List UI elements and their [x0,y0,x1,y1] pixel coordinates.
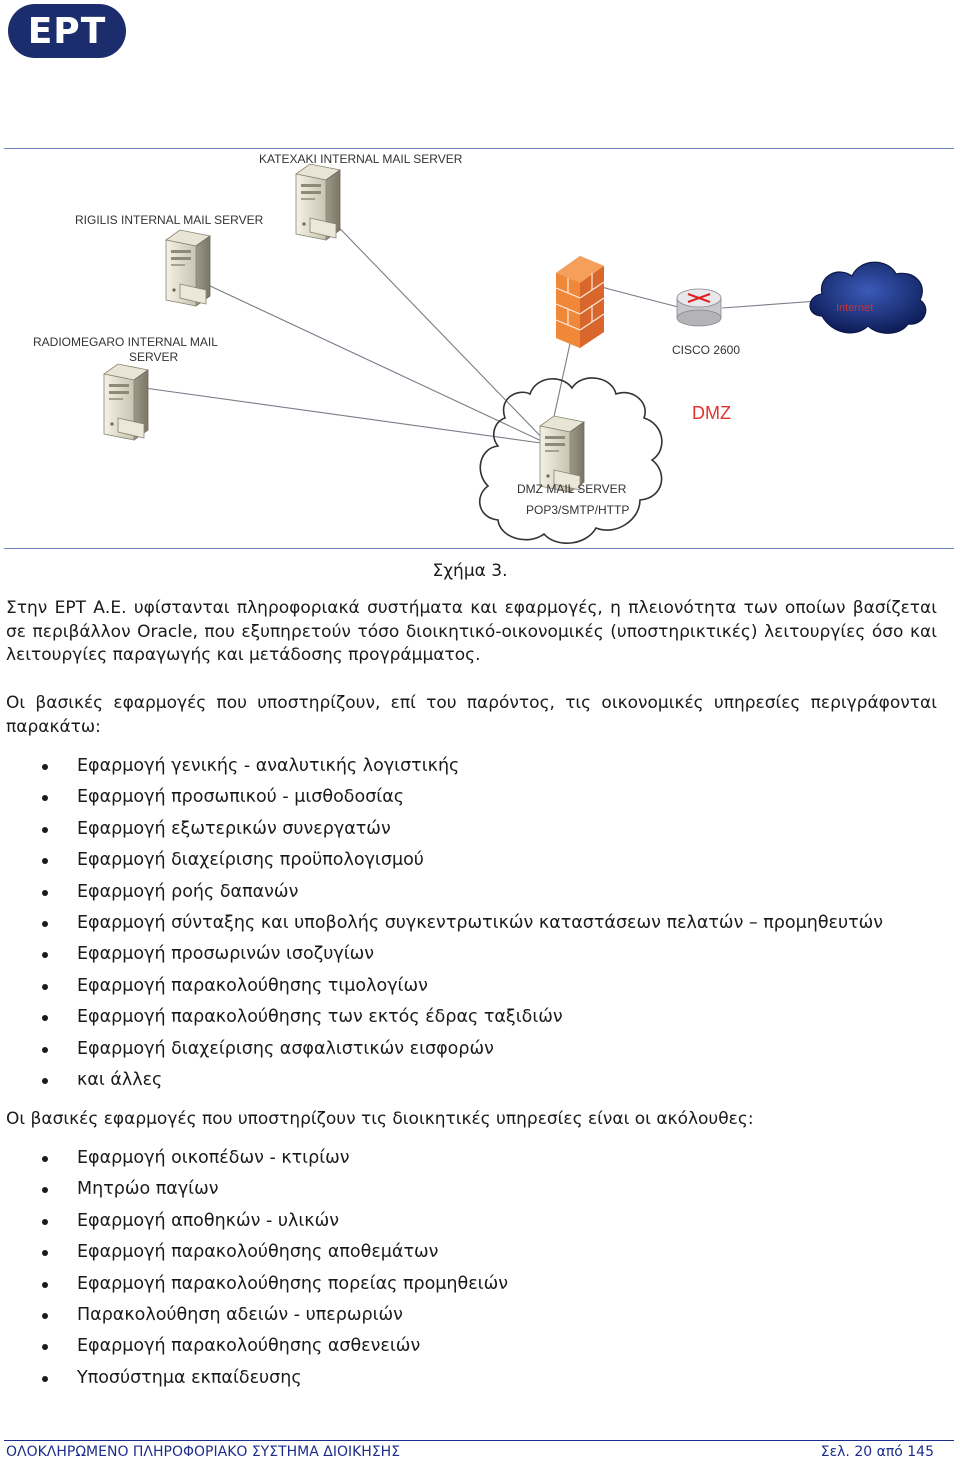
list-item: Εφαρμογή παρακολούθησης αποθεμάτων [0,1237,920,1268]
list-item: Εφαρμογή γενικής - αναλυτικής λογιστικής [0,751,920,782]
firewall-icon [555,256,605,348]
list-item: και άλλες [0,1065,920,1096]
list-item: Εφαρμογή ροής δαπανών [0,877,920,908]
list-item: Εφαρμογή προσωρινών ισοζυγίων [0,939,920,970]
list-item: Υποσύστημα εκπαίδευσης [0,1363,920,1394]
radiomegaro-server-icon [103,363,149,441]
list-item: Εφαρμογή σύνταξης και υποβολής συγκεντρω… [0,908,920,939]
list-item: Εφαρμογή προσωπικού - μισθοδοσίας [0,782,920,813]
dmz-protocols-label: POP3/SMTP/HTTP [526,503,629,517]
network-diagram: KATEXAKI INTERNAL MAIL SERVER RIGILIS IN… [33,152,927,544]
admin-intro-paragraph: Οι βασικές εφαρμογές που υποστηρίζουν τι… [6,1109,754,1129]
dmz-label: DMZ [692,403,731,423]
katexaki-server-icon [295,163,341,241]
dmz-server-label: DMZ MAIL SERVER [517,482,627,496]
dmz-mail-server-icon [539,415,585,493]
list-item: Εφαρμογή οικοπέδων - κτιρίων [0,1143,920,1174]
financial-intro-paragraph: Οι βασικές εφαρμογές που υποστηρίζουν, ε… [6,693,937,737]
list-item: Εφαρμογή διαχείρισης ασφαλιστικών εισφορ… [0,1034,920,1065]
radiomegaro-label-1: RADIOMEGARO INTERNAL MAIL [33,335,218,349]
cisco-label: CISCO 2600 [672,343,740,357]
footer-rule [4,1440,954,1441]
dmz-cloud-outline [478,377,663,544]
katexaki-label: KATEXAKI INTERNAL MAIL SERVER [259,152,463,166]
admin-apps-list: Εφαρμογή οικοπέδων - κτιρίων Μητρώο παγί… [0,1143,920,1394]
list-item: Εφαρμογή διαχείρισης προϋπολογισμού [0,845,920,876]
list-item: Παρακολούθηση αδειών - υπερωριών [0,1300,920,1331]
list-item: Εφαρμογή παρακολούθησης ασθενειών [0,1331,920,1362]
diagram-bottom-rule [4,548,954,549]
internet-label: Internet [836,302,873,314]
list-item: Εφαρμογή παρακολούθησης των εκτός έδρας … [0,1002,920,1033]
top-rule [4,148,954,149]
intro-paragraph: Στην ΕΡΤ Α.Ε. υφίστανται πληροφοριακά συ… [6,598,937,665]
footer-title: ΟΛΟΚΛΗΡΩΜΕΝΟ ΠΛΗΡΟΦΟΡΙΑΚΟ ΣΥΣΤΗΜΑ ΔΙΟΙΚΗ… [6,1444,401,1460]
list-item: Εφαρμογή παρακολούθησης πορείας προμηθει… [0,1269,920,1300]
ert-logo: ΕΡΤ [8,4,126,58]
list-item: Εφαρμογή εξωτερικών συνεργατών [0,814,920,845]
internet-cloud-icon [809,261,927,334]
figure-caption: Σχήμα 3. [432,561,508,581]
list-item: Εφαρμογή παρακολούθησης τιμολογίων [0,971,920,1002]
logo-text: ΕΡΤ [27,10,107,52]
financial-apps-list: Εφαρμογή γενικής - αναλυτικής λογιστικής… [0,751,920,1096]
list-item: Μητρώο παγίων [0,1174,920,1205]
radiomegaro-label-2: SERVER [129,350,178,364]
list-item: Εφαρμογή αποθηκών - υλικών [0,1206,920,1237]
rigilis-server-icon [165,229,211,307]
page-number: Σελ. 20 από 145 [820,1444,934,1460]
rigilis-label: RIGILIS INTERNAL MAIL SERVER [75,213,264,227]
router-icon [676,288,722,327]
